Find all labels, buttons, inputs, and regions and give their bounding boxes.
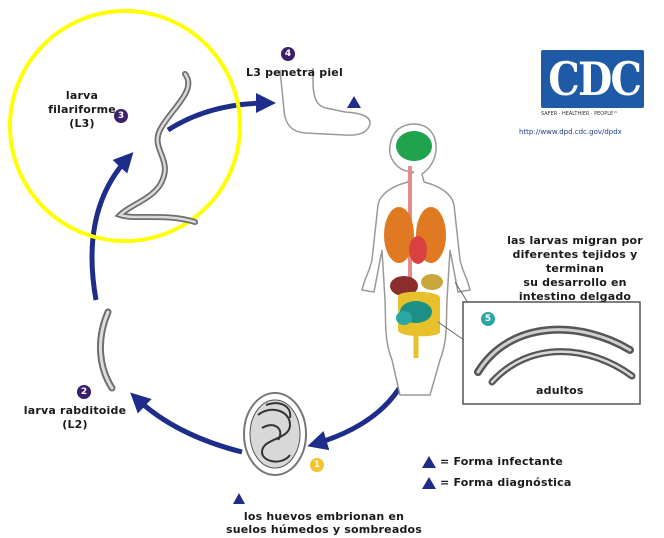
legend-infective-triangle-icon [422,456,436,468]
stage-1-label-line1: los huevos embrionan en [204,510,444,523]
stage-2-label-line2: (L2) [20,418,130,432]
stage-3-number: 3 [114,109,128,123]
legend-infective-text: = Forma infectante [440,455,563,469]
migration-line1: las larvas migran por [486,234,664,248]
stage-2-label-line1: larva rabditoide [20,404,130,418]
stage-1-label-line2: suelos húmedos y sombreados [204,523,444,536]
arrow-rhabditiform-to-filariform [92,158,128,300]
diagnostic-form-triangle-icon [233,493,245,504]
human-figure-illustration [362,124,470,395]
stage-4-label: L3 penetra piel [246,66,343,80]
stage-2-number: 2 [77,385,91,399]
arrow-eggs-to-rhabditiform [136,398,242,452]
cdc-url: http://www.dpd.cdc.gov/dpdx [519,128,622,137]
adults-caption: adultos [536,384,584,398]
infective-form-triangle-icon [347,96,361,108]
stage-1-number: 1 [310,458,324,472]
legend-diagnostic-text: = Forma diagnóstica [440,476,571,490]
cdc-logo-text: CDC [548,56,637,102]
legend-diagnostic: = Forma diagnóstica [422,476,571,490]
cdc-logo: CDC [541,50,644,108]
egg-illustration [244,393,306,475]
stage-4-number: 4 [281,47,295,61]
stage-5-number: 5 [481,312,495,326]
cdc-tagline: SAFER · HEALTHIER · PEOPLE™ [541,111,618,117]
migration-line2: diferentes tejidos y terminan [486,248,664,276]
legend-diagnostic-triangle-icon [422,477,436,489]
stage-1-label: los huevos embrionan en suelos húmedos y… [204,510,444,536]
migration-text: las larvas migran por diferentes tejidos… [486,234,664,304]
migration-line3: su desarrollo en [486,276,664,290]
migration-line4: intestino delgado [486,290,664,304]
legend-infective: = Forma infectante [422,455,563,469]
arrow-filariform-to-skin [168,103,268,130]
stage-2-label: larva rabditoide (L2) [20,404,130,432]
rhabditiform-larva-illustration [100,312,112,388]
